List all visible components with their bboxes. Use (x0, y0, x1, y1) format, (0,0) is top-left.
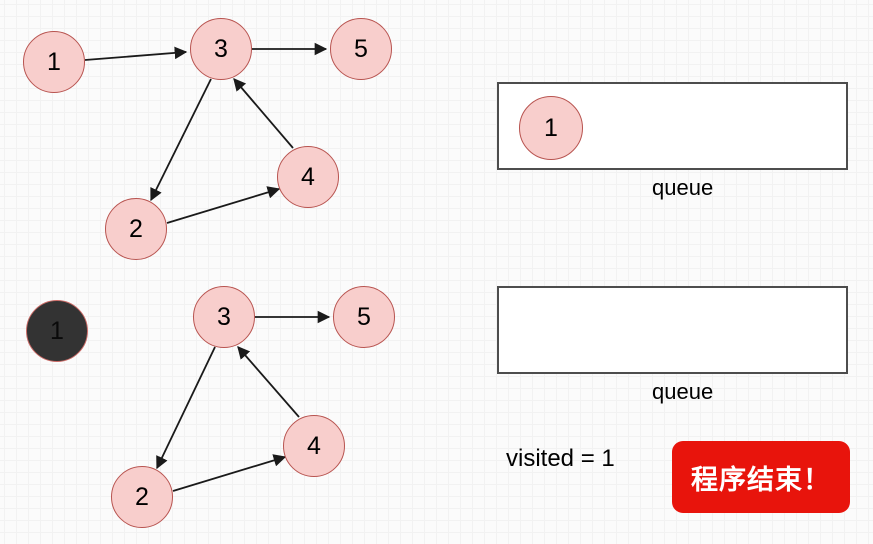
graph-node-bottom-2[interactable]: 2 (111, 466, 173, 528)
node-label: 4 (307, 431, 321, 460)
graph-node-top-2[interactable]: 2 (105, 198, 167, 260)
edge-t3-t2 (150, 78, 212, 202)
queue-item-1[interactable]: 1 (519, 96, 583, 160)
graph-node-top-3[interactable]: 3 (190, 18, 252, 80)
node-label: 3 (214, 34, 228, 63)
queue-box-bottom (497, 286, 848, 374)
node-label: 1 (50, 316, 64, 345)
edge-t4-t3 (233, 78, 294, 149)
node-label: 4 (301, 162, 315, 191)
node-label: 1 (47, 47, 61, 76)
graph-node-top-5[interactable]: 5 (330, 18, 392, 80)
graph-node-top-4[interactable]: 4 (277, 146, 339, 208)
edge-b3-b2 (156, 346, 216, 470)
graph-node-bottom-4[interactable]: 4 (283, 415, 345, 477)
edge-t1-t3 (84, 46, 188, 61)
graph-node-top-1[interactable]: 1 (23, 31, 85, 93)
program-end-button[interactable]: 程序结束！ (672, 441, 850, 513)
node-label: 5 (357, 302, 371, 331)
edge-b2-b4 (172, 454, 287, 492)
node-label: 2 (135, 482, 149, 511)
queue-item-label: 1 (544, 113, 558, 142)
node-label: 5 (354, 34, 368, 63)
graph-node-bottom-3[interactable]: 3 (193, 286, 255, 348)
graph-node-bottom-5[interactable]: 5 (333, 286, 395, 348)
queue-label-bottom: queue (652, 379, 714, 404)
graph-node-bottom-1-visited[interactable]: 1 (26, 300, 88, 362)
edge-b4-b3 (237, 346, 300, 418)
visited-counter-text: visited = 1 (506, 445, 615, 472)
edge-t2-t4 (166, 186, 281, 224)
node-label: 3 (217, 302, 231, 331)
program-end-button-label: 程序结束！ (691, 464, 831, 495)
queue-box-top: 1 (497, 82, 848, 170)
queue-label-top: queue (652, 175, 714, 200)
node-label: 2 (129, 214, 143, 243)
